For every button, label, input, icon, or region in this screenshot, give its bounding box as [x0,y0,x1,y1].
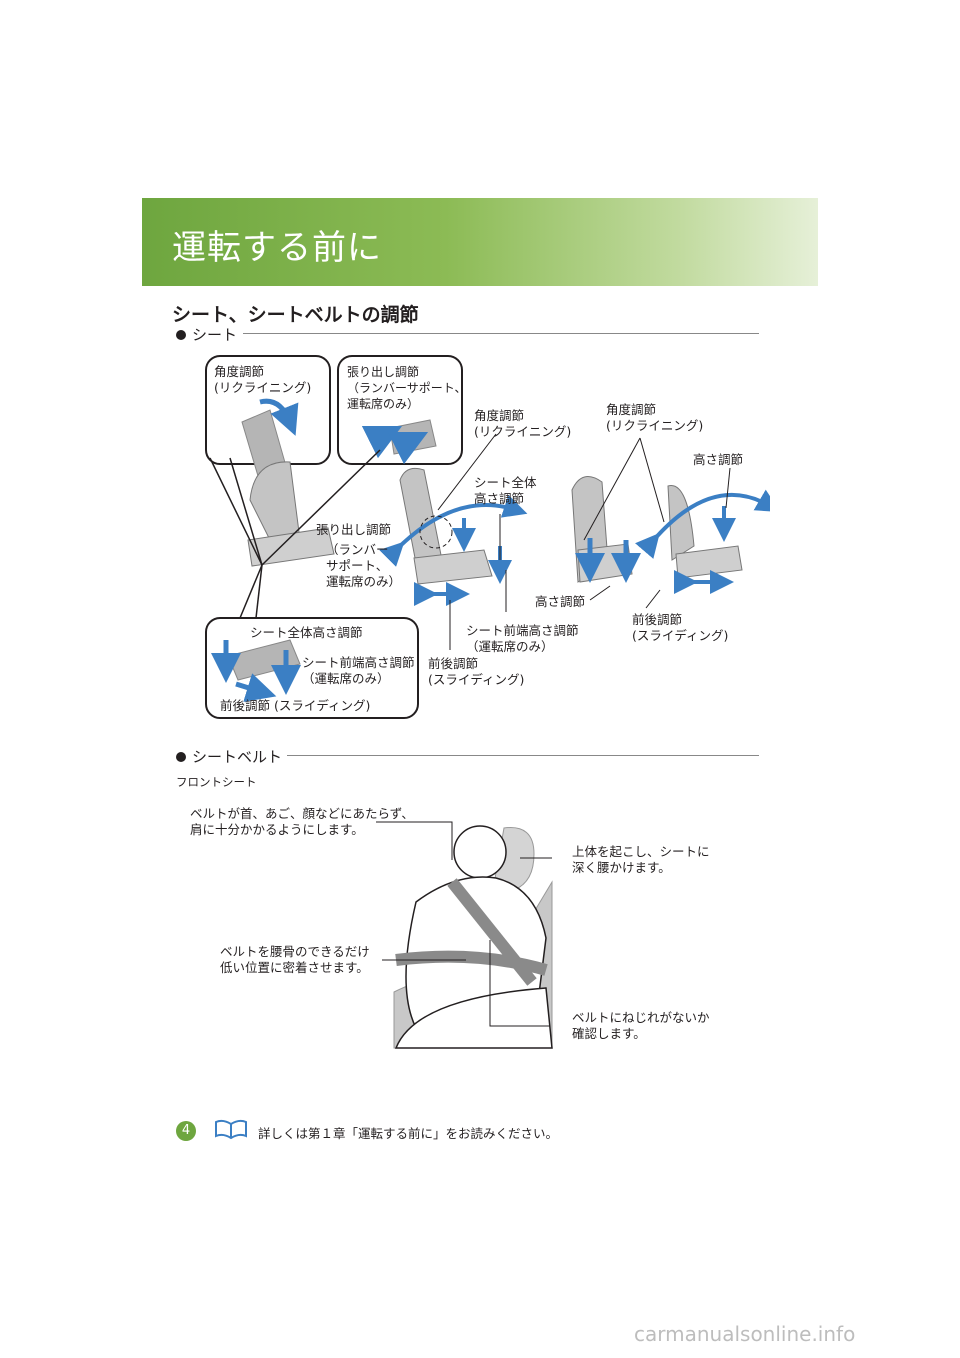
callout-hip: ベルトを腰骨のできるだけ 低い位置に密着させます。 [220,944,370,975]
seat-illustration [205,355,770,719]
callout-box-overall-height: シート全体高さ調節 [250,625,363,640]
callout-center-lumbar-note: （ランバー サポート、 運転席のみ） [326,542,402,589]
footer-note: 詳しくは第１章「運転する前に」をお読みください。 [258,1126,559,1141]
divider [287,755,759,756]
belt-subheading: フロントシート [176,775,257,789]
header-banner [142,198,818,286]
callout-twist: ベルトにねじれがないか 確認します。 [572,1010,710,1041]
callout-box-recline: 角度調節 (リクライニング) [214,364,312,395]
callout-center-recline: 角度調節 (リクライニング) [474,408,572,439]
belt-heading: シートベルト [176,746,282,767]
belt-leader-lines [376,821,552,1027]
callout-center-slide: 前後調節 (スライディング) [428,656,525,687]
callout-center-height: シート全体 高さ調節 [474,475,537,506]
divider [243,333,759,334]
callout-box-lumbar: 張り出し調節 （ランバーサポート、 運転席のみ） [347,365,467,411]
callout-posture: 上体を起こし、シートに 深く腰かけます。 [572,844,710,875]
book-icon [215,1119,247,1140]
callout-center-front-height: シート前端高さ調節 （運転席のみ） [466,623,579,654]
callout-neck: ベルトが首、あご、顔などにあたらず、 肩に十分かかるようにします。 [190,806,414,837]
section-title: シート、シートベルトの調節 [172,304,419,326]
callout-right-height-bottom: 高さ調節 [535,594,586,609]
callout-center-lumbar: 張り出し調節 [316,522,392,537]
callout-right-recline: 角度調節 (リクライニング) [606,402,704,433]
seat-heading: シート [176,324,237,345]
page-title: 運転する前に [172,228,382,268]
callout-box-slide: 前後調節 (スライディング) [220,698,371,713]
callout-right-slide: 前後調節 (スライディング) [632,612,729,643]
seatbelt-illustration [393,825,553,1049]
page-number: 4 [176,1121,196,1141]
callout-box-front-height: シート前端高さ調節 （運転席のみ） [302,655,415,686]
callout-right-height: 高さ調節 [693,452,744,467]
watermark: carmanualsonline.info [634,1322,856,1346]
